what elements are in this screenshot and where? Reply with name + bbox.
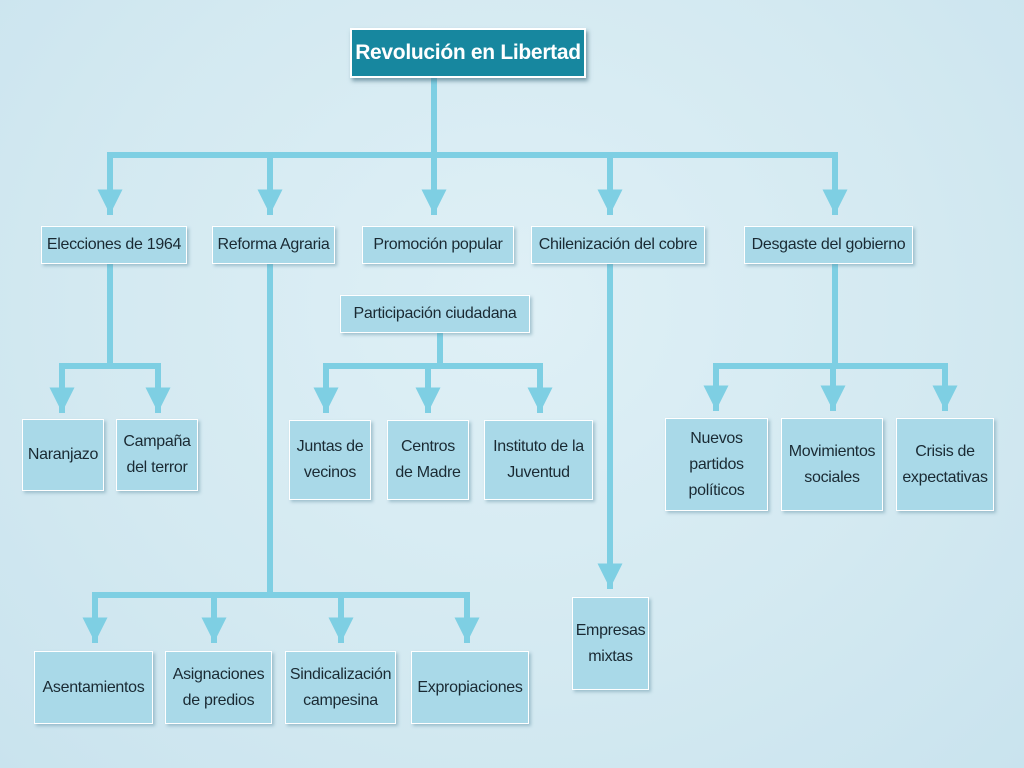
node-asentamientos: Asentamientos xyxy=(34,651,153,724)
node-crisis-expectativas: Crisis de expectativas xyxy=(896,418,994,511)
node-juntas-vecinos: Juntas de vecinos xyxy=(289,420,371,500)
node-participacion-ciudadana: Participación ciudadana xyxy=(340,295,530,333)
node-chilenizacion-cobre: Chilenización del cobre xyxy=(531,226,705,264)
node-movimientos-sociales: Movimientos sociales xyxy=(781,418,883,511)
node-sindicalizacion-campesina: Sindicalización campesina xyxy=(285,651,396,724)
node-promocion-popular: Promoción popular xyxy=(362,226,514,264)
node-nuevos-partidos: Nuevos partidos políticos xyxy=(665,418,768,511)
node-instituto-juventud: Instituto de la Juventud xyxy=(484,420,593,500)
node-campana-terror: Campaña del terror xyxy=(116,419,198,491)
node-desgaste-gobierno: Desgaste del gobierno xyxy=(744,226,913,264)
node-reforma-agraria: Reforma Agraria xyxy=(212,226,335,264)
node-asignaciones-predios: Asignaciones de predios xyxy=(165,651,272,724)
node-expropiaciones: Expropiaciones xyxy=(411,651,529,724)
node-naranjazo: Naranjazo xyxy=(22,419,104,491)
node-empresas-mixtas: Empresas mixtas xyxy=(572,597,649,690)
node-centros-madre: Centros de Madre xyxy=(387,420,469,500)
node-elecciones-1964: Elecciones de 1964 xyxy=(41,226,187,264)
root-node: Revolución en Libertad xyxy=(350,28,586,78)
